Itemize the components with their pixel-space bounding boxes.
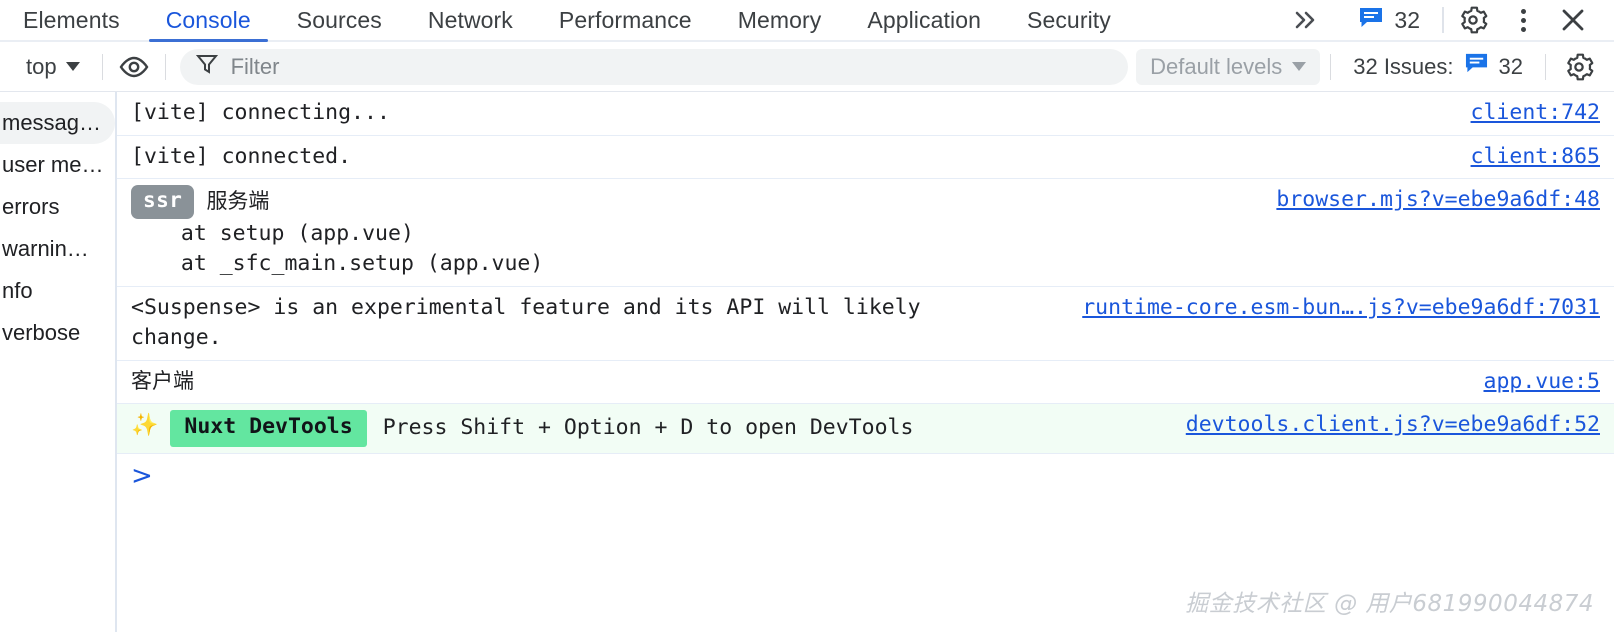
gear-icon[interactable] [1556,47,1602,87]
eye-icon[interactable] [113,49,155,85]
filter-input-wrapper[interactable]: Filter [179,48,1129,85]
tab-memory[interactable]: Memory [737,6,822,33]
console-message-label: [vite] connected. [131,143,352,169]
sidebar-item-label: user me… [2,152,104,177]
console-message-text: 客户端 [131,367,1484,398]
console-source-link[interactable]: browser.mjs?v=ebe9a6df:48 [1276,187,1600,213]
sparkles-icon: ✨ [131,413,159,439]
tabbar-issues-button[interactable]: 32 [1332,0,1438,41]
console-sidebar: messag… user me… errors warnin… nfo verbose [0,92,117,632]
chevron-down-icon [65,62,80,71]
log-levels-label: Default levels [1150,53,1283,79]
tab-performance[interactable]: Performance [558,6,692,33]
context-label: top [26,53,57,79]
console-message-label: 服务端 [206,188,270,213]
console-issues-button[interactable]: 32 Issues: 32 [1341,49,1535,85]
console-message-text: <Suspense> is an experimental feature an… [131,293,1082,354]
console-body: messag… user me… errors warnin… nfo verbose [… [0,92,1614,632]
issues-message-icon [1358,6,1384,35]
console-message-text: Nuxt DevTools Press Shift + Option + D to… [170,410,1185,447]
console-message-label: <Suspense> is an experimental feature an… [131,294,921,351]
sidebar-item-1[interactable]: user me… [0,144,115,186]
tab-sources[interactable]: Sources [296,6,382,33]
nuxt-devtools-badge: Nuxt DevTools [170,410,367,447]
toolbar-divider-3 [1330,53,1332,80]
sidebar-item-3[interactable]: warnin… [0,228,115,270]
tab-network[interactable]: Network [427,6,513,33]
log-levels-selector[interactable]: Default levels [1136,48,1321,85]
console-issues-count: 32 [1498,53,1523,79]
stack-frame: at setup (app.vue) [155,220,414,246]
tabbar-right-controls: 32 [1280,0,1614,40]
tab-elements[interactable]: Elements [23,6,120,33]
console-source-link[interactable]: app.vue:5 [1483,368,1601,394]
close-icon[interactable] [1548,0,1598,41]
prompt-arrow-icon: > [131,460,153,491]
tabbar-issues-count: 32 [1394,6,1420,33]
console-message-label: [vite] connecting... [131,100,390,125]
console-row: ssr 服务端 at setup (app.vue) at _sfc_main.s… [117,179,1614,287]
console-prompt[interactable]: > [117,454,1614,498]
console-row: <Suspense> is an experimental feature an… [117,286,1614,361]
console-row: [vite] connecting... client:742 [117,92,1614,136]
console-message-list: [vite] connecting...client:742[vite] con… [117,92,1614,632]
console-message-text: ssr 服务端 at setup (app.vue) at _sfc_main.s… [131,185,1276,280]
tab-console[interactable]: Console [143,0,274,42]
issues-label: 32 Issues: [1353,53,1454,79]
stack-frame: at _sfc_main.setup (app.vue) [155,251,544,277]
execution-context-selector[interactable]: top [14,50,92,84]
console-message-text: [vite] connecting... [131,98,1471,129]
console-source-link[interactable]: runtime-core.esm-bun….js?v=ebe9a6df:7031 [1082,294,1600,320]
issues-message-icon [1464,52,1489,81]
tab-security[interactable]: Security [1027,6,1111,33]
console-message-label: Press Shift + Option + D to open DevTool… [382,415,914,441]
console-source-link[interactable]: devtools.client.js?v=ebe9a6df:52 [1185,412,1600,438]
tab-list: Elements Console Sources Network Performance… [0,0,1134,42]
devtools-tabbar: Elements Console Sources Network Performance… [0,0,1614,42]
console-row: 客户端 app.vue:5 [117,360,1614,405]
console-source-link[interactable]: client:865 [1470,143,1600,169]
sidebar-item-label: warnin… [2,236,89,261]
console-row: [vite] connected. client:865 [117,135,1614,180]
console-source-link[interactable]: client:742 [1470,100,1600,125]
toolbar-divider-4 [1545,53,1546,80]
toolbar-divider-1 [101,53,103,80]
toolbar-divider-2 [164,53,166,80]
console-prompt-input[interactable] [163,463,1600,489]
sidebar-item-label: messag… [2,110,102,135]
sidebar-item-label: verbose [2,320,81,345]
tab-application[interactable]: Application [867,6,981,33]
console-row: ✨ Nuxt DevTools Press Shift + Option + D t… [117,404,1614,454]
console-message-label: 客户端 [131,368,194,393]
more-dots [1520,8,1526,32]
more-vertical-icon[interactable] [1498,0,1548,41]
console-toolbar: top Filter Default levels 32 Is [0,42,1614,92]
tabbar-divider [1442,7,1444,33]
filter-input[interactable]: Filter [230,53,280,79]
sidebar-item-4[interactable]: nfo [0,270,115,312]
chevron-down-icon [1292,62,1307,71]
sidebar-item-label: errors [2,194,60,219]
sidebar-item-0[interactable]: messag… [0,102,115,144]
console-message-text: [vite] connected. [131,142,1471,173]
chevron-double-right-icon[interactable] [1280,0,1332,41]
ssr-badge: ssr [131,185,195,219]
filter-funnel-icon [195,53,218,80]
sidebar-item-2[interactable]: errors [0,186,115,228]
sidebar-item-5[interactable]: verbose [0,312,115,354]
gear-icon[interactable] [1448,0,1498,41]
sidebar-item-label: nfo [2,278,33,303]
